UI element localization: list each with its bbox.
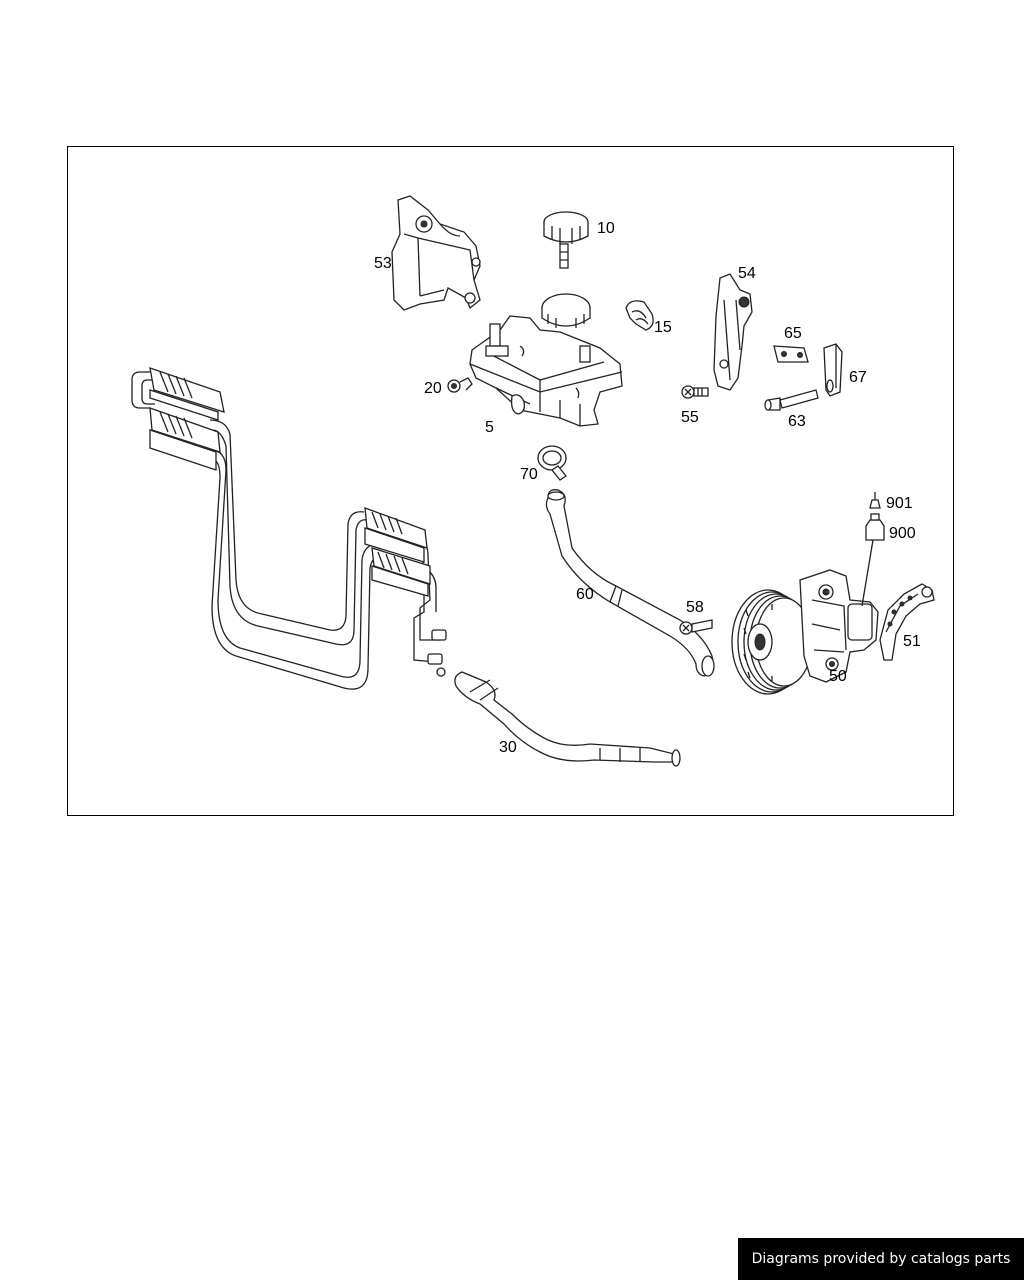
callout-60: 60 — [576, 586, 594, 603]
diagram-frame — [67, 146, 954, 816]
hose-60 — [545, 489, 715, 677]
callout-50: 50 — [829, 668, 847, 685]
nut-20 — [447, 377, 473, 393]
oil-cooler-lines — [131, 367, 447, 690]
part-901 — [869, 492, 881, 509]
footer-credit: Diagrams provided by catalogs parts — [738, 1238, 1024, 1280]
bolt-55 — [681, 385, 709, 399]
callout-labels: 10 53 54 15 65 67 20 55 63 5 70 901 900 … — [374, 220, 921, 756]
reservoir-5 — [469, 293, 623, 427]
clip-15 — [625, 300, 654, 331]
bracket-51 — [879, 583, 935, 661]
plate-65 — [773, 345, 809, 363]
callout-65: 65 — [784, 325, 802, 342]
callout-5: 5 — [485, 419, 494, 436]
callout-63: 63 — [788, 413, 806, 430]
part-900 — [865, 513, 885, 541]
sleeve-67 — [823, 343, 843, 397]
callout-20: 20 — [424, 380, 442, 397]
clamp-70 — [537, 445, 567, 481]
callout-10: 10 — [597, 220, 615, 237]
bracket-53 — [391, 195, 481, 311]
callout-51: 51 — [903, 633, 921, 650]
hose-30 — [454, 671, 681, 767]
callout-67: 67 — [849, 369, 867, 386]
footer-credit-text: Diagrams provided by catalogs parts — [751, 1251, 1011, 1267]
cap-10 — [543, 211, 589, 269]
pin-63 — [764, 389, 819, 411]
callout-30: 30 — [499, 739, 517, 756]
callout-55: 55 — [681, 409, 699, 426]
callout-70: 70 — [520, 466, 538, 483]
callout-58: 58 — [686, 599, 704, 616]
bolt-58 — [679, 619, 713, 635]
callout-900: 900 — [889, 525, 916, 542]
pump-50 — [731, 533, 879, 695]
callout-53: 53 — [374, 255, 392, 272]
callout-901: 901 — [886, 495, 913, 512]
callout-54: 54 — [738, 265, 756, 282]
bracket-54 — [713, 273, 753, 391]
callout-15: 15 — [654, 319, 672, 336]
